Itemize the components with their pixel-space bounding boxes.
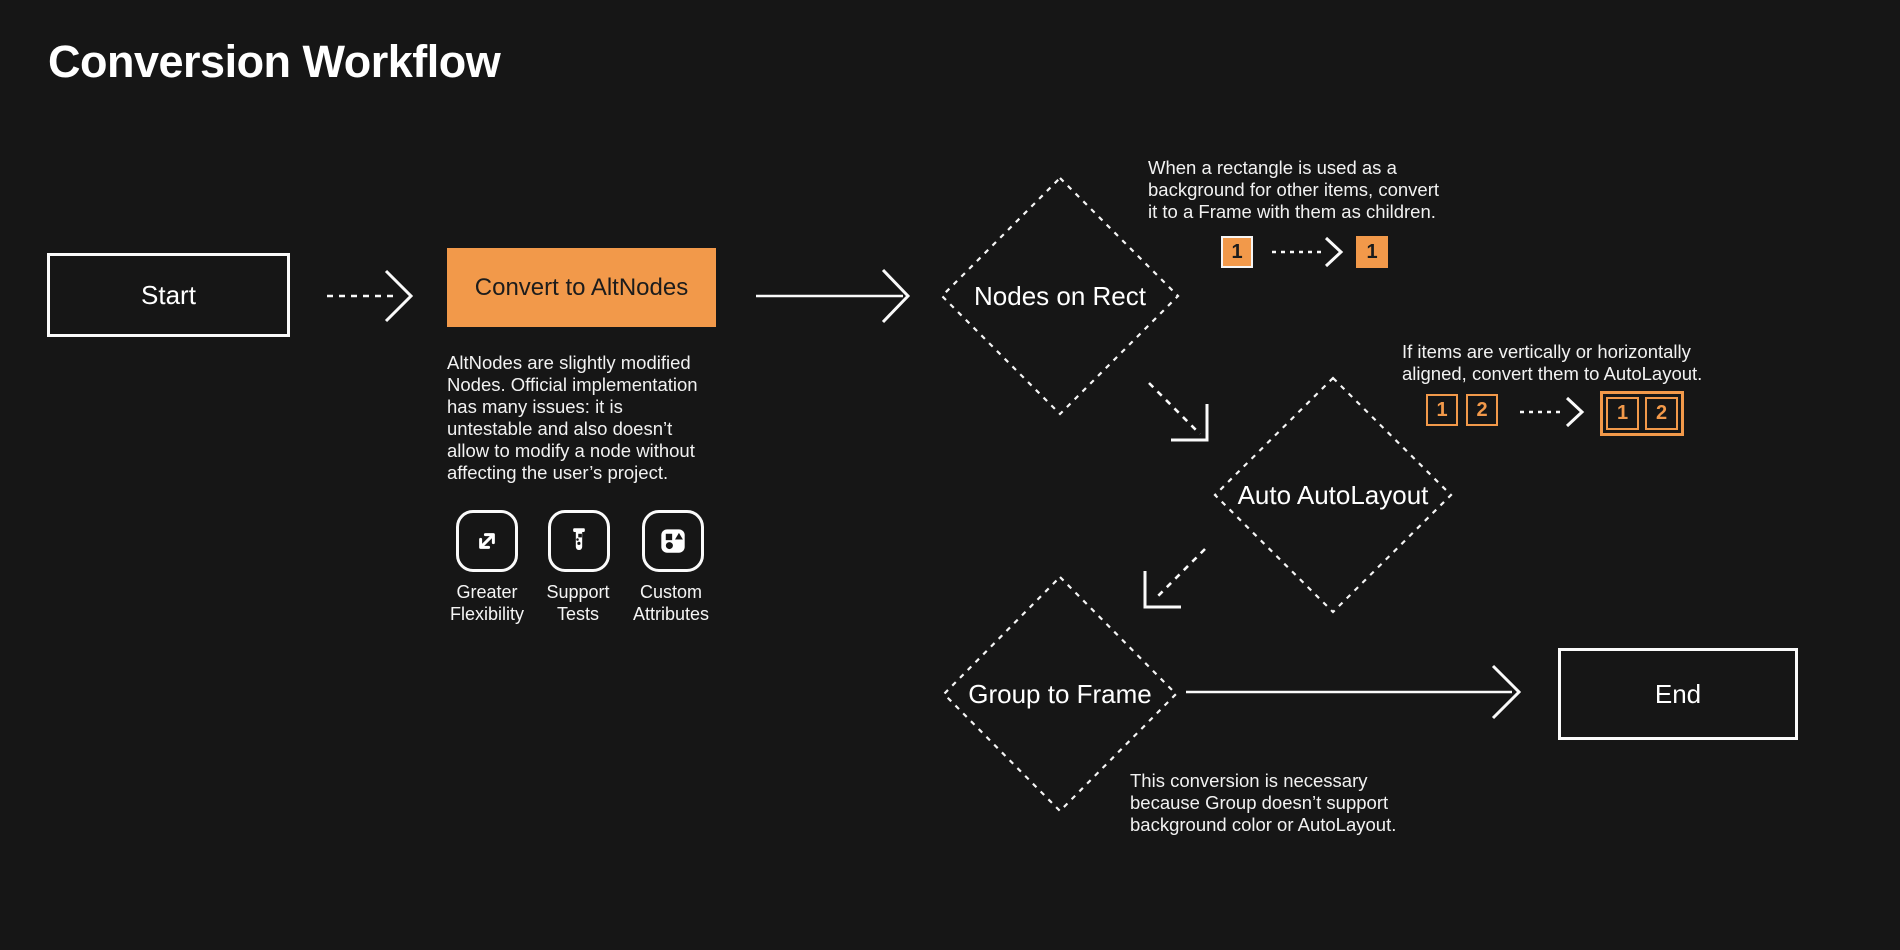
custom-attributes-label: Custom Attributes bbox=[632, 582, 710, 624]
grouped-item-chip-1: 1 bbox=[1606, 397, 1639, 430]
greater-flexibility-label: Greater Flexibility bbox=[449, 582, 524, 624]
custom-attributes-icon-box bbox=[642, 510, 704, 572]
support-tests-label: Support Tests bbox=[546, 582, 610, 624]
page-title: Conversion Workflow bbox=[48, 36, 501, 87]
expand-arrows-icon bbox=[479, 533, 495, 549]
convert-to-altnodes-node: Convert to AltNodes bbox=[447, 248, 716, 327]
frame-item-chip-after: 1 bbox=[1356, 236, 1388, 268]
end-node: End bbox=[1558, 648, 1798, 740]
align-item-chip-1: 1 bbox=[1426, 394, 1458, 426]
autolayout-note: If items are vertically or horizontally … bbox=[1402, 341, 1703, 384]
decision-auto-autolayout-shape bbox=[1213, 376, 1453, 614]
greater-flexibility-icon-box bbox=[456, 510, 518, 572]
group-to-frame-label: Group to Frame bbox=[968, 678, 1152, 709]
arrow-rect-before-to-after bbox=[1272, 236, 1344, 268]
start-node: Start bbox=[47, 253, 290, 337]
arrow-nodes-on-rect-to-auto-autolayout bbox=[1148, 382, 1209, 442]
arrow-align-before-to-after bbox=[1520, 396, 1585, 428]
group-frame-note: This conversion is necessary because Gro… bbox=[1130, 770, 1397, 835]
arrow-convert-to-nodes-on-rect bbox=[756, 268, 911, 324]
shapes-icon bbox=[661, 529, 685, 553]
rect-background-note: When a rectangle is used as a background… bbox=[1148, 157, 1440, 222]
end-node-label: End bbox=[1654, 678, 1702, 709]
decision-nodes-on-rect-shape bbox=[940, 176, 1180, 416]
align-item-chip-2: 2 bbox=[1466, 394, 1498, 426]
autolayout-group-frame: 1 2 bbox=[1600, 391, 1684, 436]
convert-to-altnodes-label: Convert to AltNodes bbox=[474, 273, 689, 301]
arrow-group-to-frame-to-end bbox=[1186, 664, 1522, 720]
arrow-auto-autolayout-to-group-to-frame bbox=[1143, 548, 1206, 609]
test-tube-icon bbox=[573, 528, 585, 551]
start-node-label: Start bbox=[141, 279, 196, 310]
arrow-start-to-convert bbox=[327, 269, 414, 323]
rect-item-chip-before: 1 bbox=[1221, 236, 1253, 268]
altnodes-note: AltNodes are slightly modified Nodes. Of… bbox=[447, 352, 698, 483]
nodes-on-rect-label: Nodes on Rect bbox=[974, 280, 1146, 311]
auto-autolayout-label: Auto AutoLayout bbox=[1237, 479, 1429, 510]
support-tests-icon-box bbox=[548, 510, 610, 572]
grouped-item-chip-2: 2 bbox=[1645, 397, 1678, 430]
